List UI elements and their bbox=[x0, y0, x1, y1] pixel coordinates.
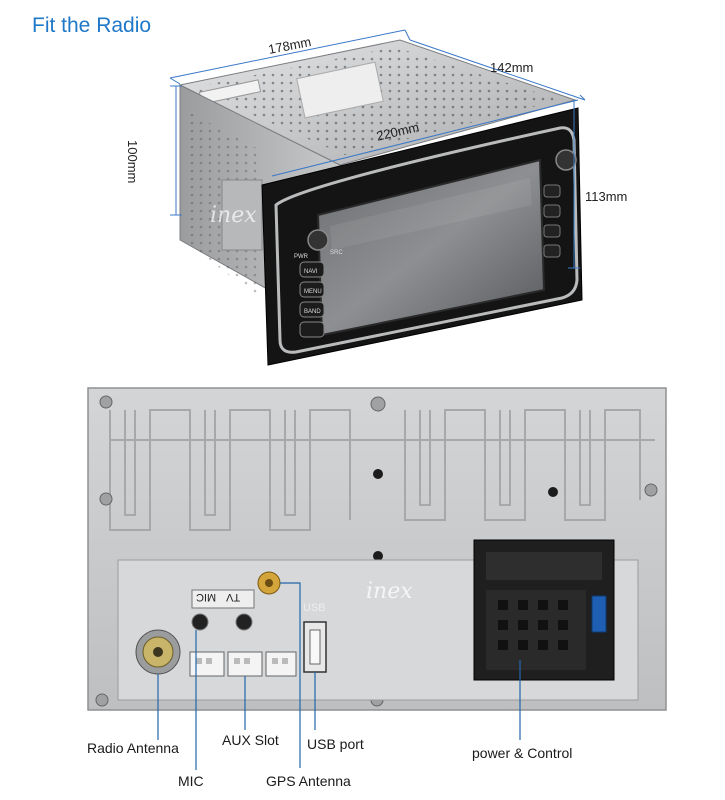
callout-usb-port: USB port bbox=[307, 736, 364, 752]
label-usb: USB bbox=[303, 602, 326, 614]
usb-port bbox=[303, 621, 327, 673]
callout-gps-antenna: GPS Antenna bbox=[266, 773, 351, 789]
label-mic: MIC bbox=[196, 591, 217, 603]
radio-chassis bbox=[178, 39, 577, 331]
callout-mic: MIC bbox=[178, 773, 204, 789]
page-title: Fit the Radio bbox=[32, 14, 152, 37]
button-label-navi: NAVI bbox=[304, 269, 318, 275]
watermark-top: inex bbox=[210, 203, 257, 228]
button-label-band: BAND bbox=[304, 309, 321, 315]
watermark-bottom: inex bbox=[366, 579, 413, 604]
callout-leaders bbox=[157, 582, 521, 770]
radio-front-bezel bbox=[261, 107, 583, 366]
callout-radio-antenna: Radio Antenna bbox=[87, 740, 179, 756]
radio-antenna-socket bbox=[135, 629, 181, 675]
aux-slot bbox=[189, 651, 297, 677]
dimension-front-height: 113mm bbox=[585, 189, 628, 204]
dimension-depth: 142mm bbox=[490, 60, 534, 75]
button-label-pwr: PWR bbox=[294, 254, 309, 260]
gps-antenna-connector bbox=[257, 571, 281, 595]
callout-power-control: power & Control bbox=[472, 745, 573, 761]
button-label-menu: MENU bbox=[304, 289, 322, 295]
mic-jack bbox=[191, 613, 209, 631]
label-tv: TV bbox=[226, 591, 241, 603]
tv-jack bbox=[235, 613, 253, 631]
power-control-connector bbox=[473, 539, 615, 681]
dimension-lines bbox=[169, 29, 586, 269]
callout-aux-slot: AUX Slot bbox=[222, 732, 279, 748]
button-label-src: SRC bbox=[330, 250, 343, 256]
antenna-pattern bbox=[109, 409, 655, 531]
tv-mic-label-plate bbox=[191, 589, 255, 609]
